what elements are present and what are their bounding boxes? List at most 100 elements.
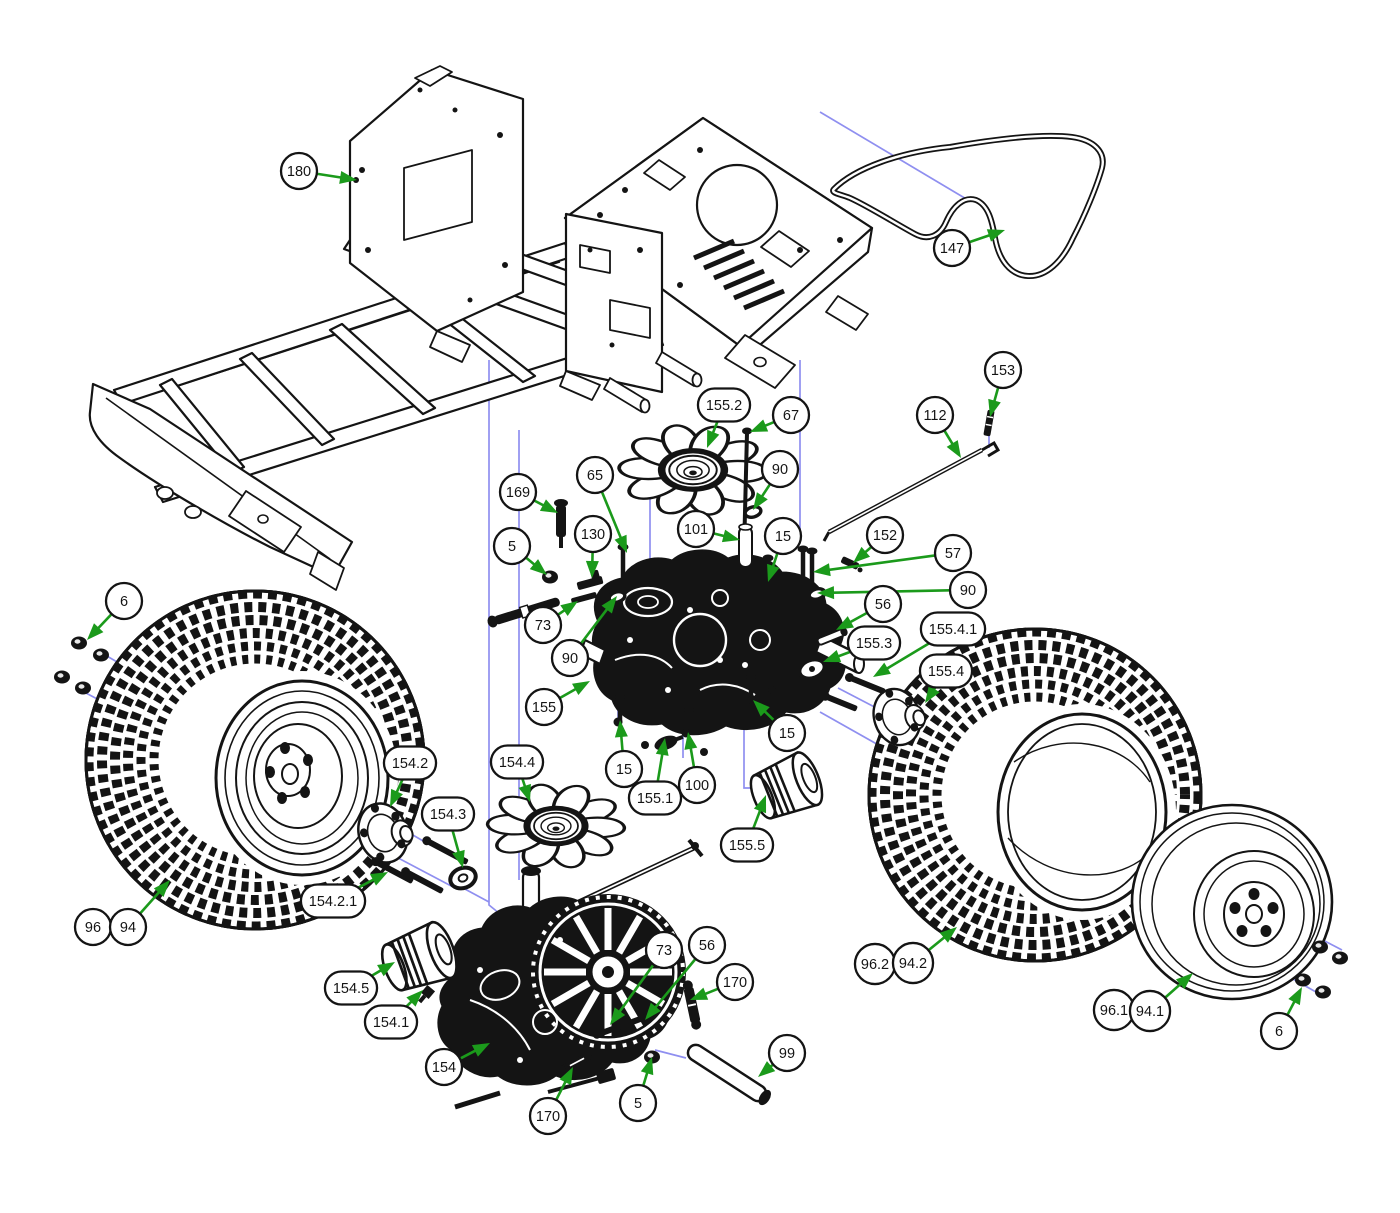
callout-arrowhead — [753, 700, 770, 717]
callout-56[interactable]: 56 — [640, 925, 727, 1024]
callout-155.3[interactable]: 155.3 — [821, 625, 902, 669]
callout-73[interactable]: 73 — [523, 596, 582, 645]
callout-leader-line — [614, 963, 655, 1019]
callout-arrowhead — [471, 1043, 490, 1057]
callout-94.1[interactable]: 94.1 — [1128, 968, 1197, 1033]
callout-bubble — [948, 570, 988, 610]
callout-90[interactable]: 90 — [748, 449, 800, 514]
callout-154.2[interactable]: 154.2 — [382, 745, 438, 810]
callout-67[interactable]: 67 — [748, 395, 811, 438]
callout-154.2.1[interactable]: 154.2.1 — [299, 866, 391, 919]
callout-number: 15 — [775, 529, 791, 545]
callout-155.4[interactable]: 155.4 — [918, 653, 974, 707]
callout-arrowhead — [369, 872, 388, 886]
callout-arrowhead — [452, 849, 465, 868]
callout-bubble — [627, 780, 683, 816]
callout-169[interactable]: 169 — [498, 472, 561, 519]
callout-bubble — [575, 455, 615, 495]
callout-6[interactable]: 6 — [1259, 984, 1308, 1051]
callout-5[interactable]: 5 — [618, 1055, 658, 1123]
callout-arrowhead — [873, 662, 891, 677]
callout-56[interactable]: 56 — [833, 584, 903, 636]
callout-94.2[interactable]: 94.2 — [891, 922, 961, 985]
callout-96.1[interactable]: 96.1 — [1092, 988, 1136, 1032]
callout-number: 169 — [506, 485, 530, 501]
callout-155.1[interactable]: 155.1 — [627, 737, 683, 816]
callout-65[interactable]: 65 — [575, 455, 633, 555]
callout-arrowhead — [925, 685, 940, 703]
callout-arrowhead — [823, 649, 842, 663]
callout-130[interactable]: 130 — [573, 514, 613, 578]
callout-100[interactable]: 100 — [677, 731, 717, 805]
callout-154.3[interactable]: 154.3 — [420, 796, 476, 870]
callout-number: 154.4 — [499, 755, 535, 771]
callout-leader-line — [579, 602, 613, 645]
callout-5[interactable]: 5 — [492, 526, 551, 580]
callout-arrowhead — [645, 1002, 661, 1020]
callout-155.5[interactable]: 155.5 — [719, 793, 775, 863]
callout-number: 73 — [656, 943, 672, 959]
callout-bubble — [1259, 1011, 1299, 1051]
callout-90[interactable]: 90 — [550, 592, 622, 678]
callout-bubble — [550, 638, 590, 678]
callout-bubble — [863, 584, 903, 624]
callout-number: 154.2.1 — [309, 894, 357, 910]
callout-154.1[interactable]: 154.1 — [363, 985, 428, 1040]
callout-arrowhead — [988, 398, 1001, 417]
callout-bubble — [715, 962, 755, 1002]
callout-arrowhead — [601, 596, 617, 614]
callout-73[interactable]: 73 — [605, 930, 684, 1029]
callout-bubble — [424, 1047, 464, 1087]
callout-number: 99 — [779, 1046, 795, 1062]
callout-bubble — [918, 653, 974, 689]
callout-arrowhead — [721, 529, 740, 543]
callout-112[interactable]: 112 — [915, 395, 967, 461]
callout-154[interactable]: 154 — [424, 1037, 493, 1087]
callout-bubble — [763, 516, 803, 556]
callout-arrowhead — [753, 795, 767, 814]
callout-147[interactable]: 147 — [932, 224, 1007, 268]
callout-arrowhead — [377, 962, 395, 977]
callout-99[interactable]: 99 — [754, 1033, 807, 1082]
frame-drawing — [88, 65, 874, 591]
callout-180[interactable]: 180 — [279, 151, 358, 191]
callout-arrowhead — [610, 1007, 626, 1025]
callout-101[interactable]: 101 — [676, 509, 742, 549]
callout-15[interactable]: 15 — [604, 719, 644, 789]
callout-arrowhead — [585, 560, 599, 578]
callout-155.4.1[interactable]: 155.4.1 — [870, 611, 987, 683]
callout-15[interactable]: 15 — [762, 516, 803, 584]
callout-number: 154.3 — [430, 807, 466, 823]
callout-bubble — [676, 509, 716, 549]
callout-15[interactable]: 15 — [748, 695, 807, 753]
callout-153[interactable]: 153 — [983, 350, 1023, 419]
callout-155.2[interactable]: 155.2 — [696, 387, 752, 451]
callout-57[interactable]: 57 — [812, 533, 973, 578]
callout-arrowhead — [853, 546, 871, 563]
callout-170[interactable]: 170 — [528, 1064, 579, 1136]
callout-bubble — [420, 796, 476, 832]
callout-number: 56 — [875, 597, 891, 613]
callout-number: 5 — [508, 539, 516, 555]
callout-154.5[interactable]: 154.5 — [323, 956, 398, 1006]
callout-170[interactable]: 170 — [688, 962, 755, 1006]
callout-96[interactable]: 96 — [73, 907, 113, 947]
callout-bubble — [760, 449, 800, 489]
callout-bubble — [604, 749, 644, 789]
callout-bubble — [382, 745, 438, 781]
callout-152[interactable]: 152 — [849, 515, 905, 568]
callout-bubble — [323, 970, 379, 1006]
callout-154.4[interactable]: 154.4 — [489, 744, 545, 805]
callout-number: 154.1 — [373, 1015, 409, 1031]
callout-96.2[interactable]: 96.2 — [853, 942, 897, 986]
callout-number: 94 — [120, 920, 136, 936]
callout-6[interactable]: 6 — [82, 581, 144, 644]
callout-number: 90 — [772, 462, 788, 478]
callout-arrowhead — [406, 990, 423, 1007]
callout-bubble — [767, 1033, 807, 1073]
callout-94[interactable]: 94 — [108, 876, 175, 947]
callout-arrowhead — [750, 419, 769, 432]
callout-number: 6 — [120, 594, 128, 610]
callout-155[interactable]: 155 — [524, 675, 593, 727]
callout-number: 154.5 — [333, 981, 369, 997]
